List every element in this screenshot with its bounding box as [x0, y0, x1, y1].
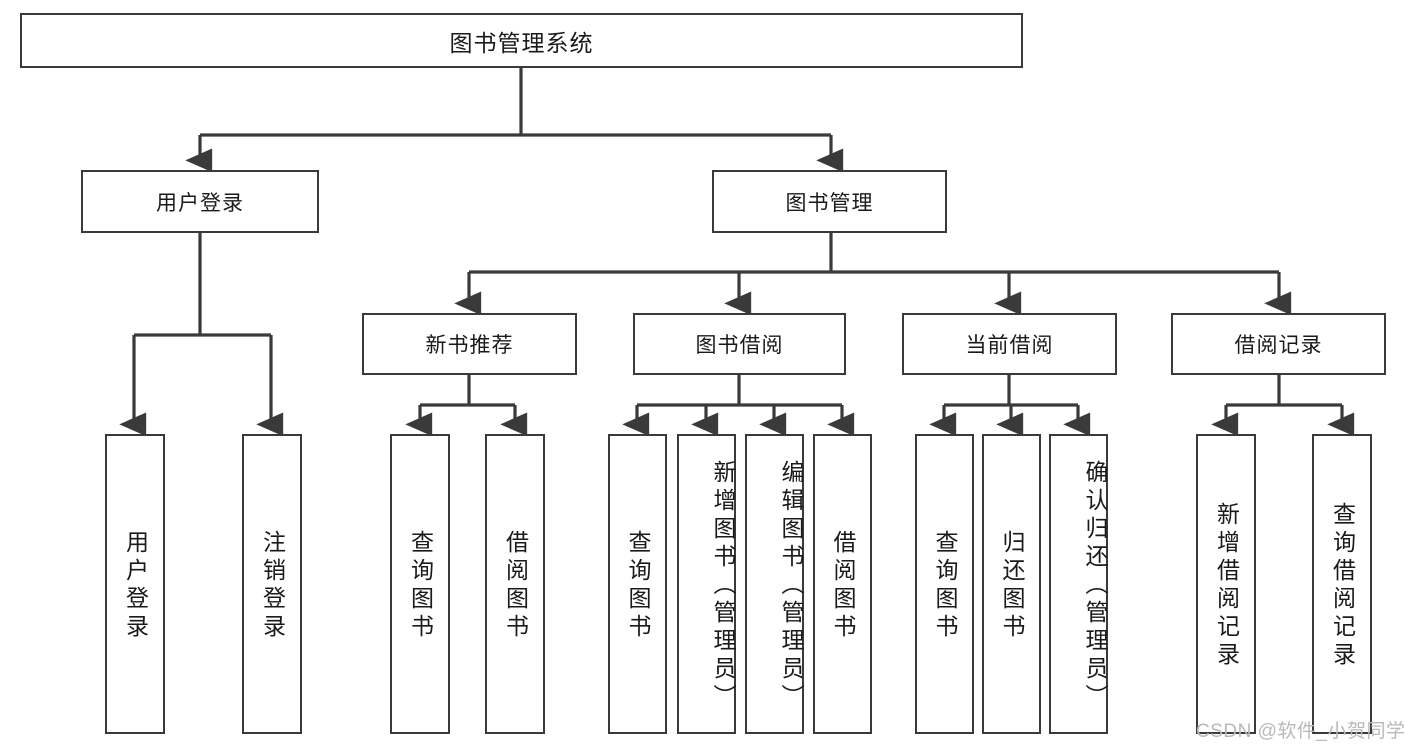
node-leaf-query-book-1-label: 查询图书 — [407, 530, 434, 642]
node-current-borrow[interactable]: 当前借阅 — [902, 313, 1117, 375]
watermark-text: CSDN @软件_小贺同学 — [1196, 721, 1405, 742]
node-root-label: 图书管理系统 — [449, 29, 594, 56]
node-leaf-confirm-return-label: 确认归还（管理员） — [1082, 460, 1108, 712]
node-leaf-borrow-book-1[interactable]: 借阅图书 — [485, 434, 545, 734]
node-borrow-record-label: 借阅记录 — [1234, 334, 1323, 357]
node-book-management[interactable]: 图书管理 — [712, 170, 947, 233]
node-leaf-logout-label: 注销登录 — [259, 530, 286, 642]
node-book-management-label: 图书管理 — [785, 191, 874, 215]
node-leaf-add-record-label: 新增借阅记录 — [1213, 502, 1240, 670]
node-leaf-borrow-book-2-label: 借阅图书 — [830, 530, 856, 642]
node-book-borrow[interactable]: 图书借阅 — [633, 313, 846, 375]
node-new-book-recommend[interactable]: 新书推荐 — [362, 313, 577, 375]
node-current-borrow-label: 当前借阅 — [965, 334, 1054, 357]
node-leaf-query-book-2[interactable]: 查询图书 — [608, 434, 667, 734]
node-leaf-user-login[interactable]: 用户登录 — [105, 434, 165, 734]
node-leaf-query-book-3[interactable]: 查询图书 — [915, 434, 974, 734]
node-leaf-query-record[interactable]: 查询借阅记录 — [1312, 434, 1372, 734]
node-leaf-query-book-3-label: 查询图书 — [932, 530, 958, 642]
node-leaf-return-book[interactable]: 归还图书 — [982, 434, 1041, 734]
node-leaf-user-login-label: 用户登录 — [122, 530, 149, 642]
node-leaf-return-book-label: 归还图书 — [999, 530, 1025, 642]
node-root[interactable]: 图书管理系统 — [20, 13, 1023, 68]
node-user-login[interactable]: 用户登录 — [81, 170, 319, 233]
node-leaf-borrow-book-1-label: 借阅图书 — [502, 530, 529, 642]
node-new-book-recommend-label: 新书推荐 — [425, 334, 514, 357]
node-leaf-edit-book[interactable]: 编辑图书（管理员） — [745, 434, 804, 734]
node-leaf-add-book-label: 新增图书（管理员） — [710, 460, 736, 712]
node-leaf-add-record[interactable]: 新增借阅记录 — [1196, 434, 1256, 734]
node-user-login-label: 用户登录 — [156, 191, 244, 215]
node-leaf-edit-book-label: 编辑图书（管理员） — [778, 460, 804, 712]
node-leaf-query-book-1[interactable]: 查询图书 — [390, 434, 450, 734]
node-leaf-add-book[interactable]: 新增图书（管理员） — [677, 434, 736, 734]
node-leaf-confirm-return[interactable]: 确认归还（管理员） — [1049, 434, 1108, 734]
watermark: CSDN @软件_小贺同学 — [1196, 716, 1405, 743]
node-leaf-query-record-label: 查询借阅记录 — [1329, 502, 1356, 670]
node-book-borrow-label: 图书借阅 — [695, 334, 784, 357]
node-leaf-borrow-book-2[interactable]: 借阅图书 — [813, 434, 872, 734]
node-borrow-record[interactable]: 借阅记录 — [1171, 313, 1386, 375]
node-leaf-query-book-2-label: 查询图书 — [625, 530, 651, 642]
node-leaf-logout[interactable]: 注销登录 — [242, 434, 302, 734]
